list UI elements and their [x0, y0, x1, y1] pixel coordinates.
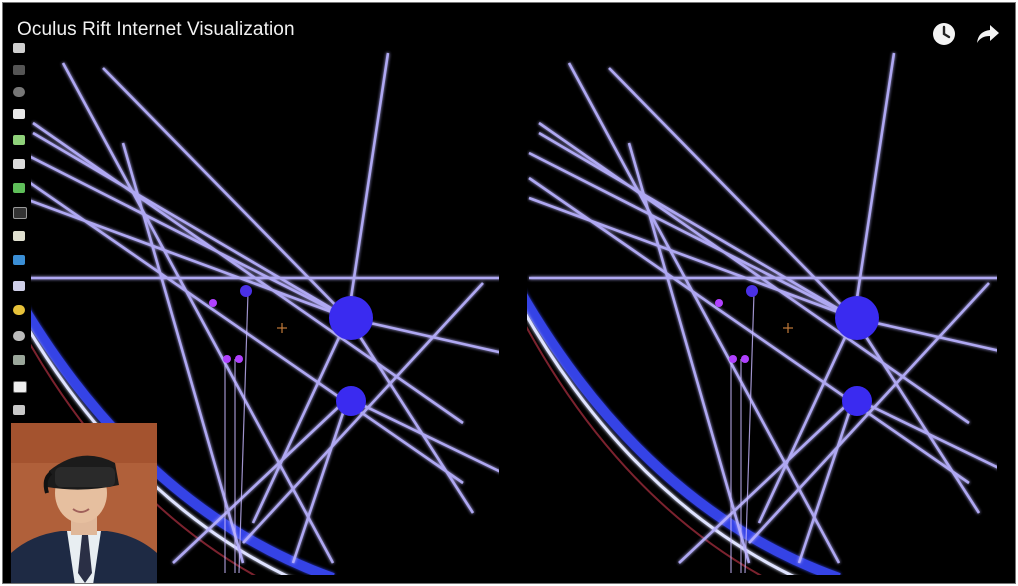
webcam-overlay [11, 423, 157, 583]
share-arrow-icon[interactable] [975, 21, 1001, 47]
desktop-sidebar [13, 43, 29, 423]
right-eye-view [527, 45, 997, 575]
video-title: Oculus Rift Internet Visualization [17, 19, 295, 40]
notes-icon[interactable] [13, 231, 25, 241]
calendar-icon[interactable] [13, 381, 27, 393]
person-wearing-headset [11, 423, 157, 583]
tag-icon[interactable] [13, 281, 25, 291]
terminal-icon[interactable] [13, 207, 27, 219]
archive-icon[interactable] [13, 355, 25, 365]
search-icon[interactable] [13, 65, 25, 75]
coin-icon[interactable] [13, 305, 25, 315]
video-title-bar: Oculus Rift Internet Visualization [3, 3, 1015, 47]
clock-icon[interactable] [931, 21, 957, 47]
disk-icon[interactable] [13, 159, 25, 169]
globe-icon[interactable] [13, 331, 25, 341]
eye-icon[interactable] [13, 87, 25, 97]
chat-icon[interactable] [13, 109, 25, 119]
document-icon[interactable] [13, 183, 25, 193]
link-icon[interactable] [13, 405, 25, 415]
bird-icon[interactable] [13, 255, 25, 265]
folder-icon[interactable] [13, 135, 25, 145]
trash-icon[interactable] [13, 43, 25, 53]
